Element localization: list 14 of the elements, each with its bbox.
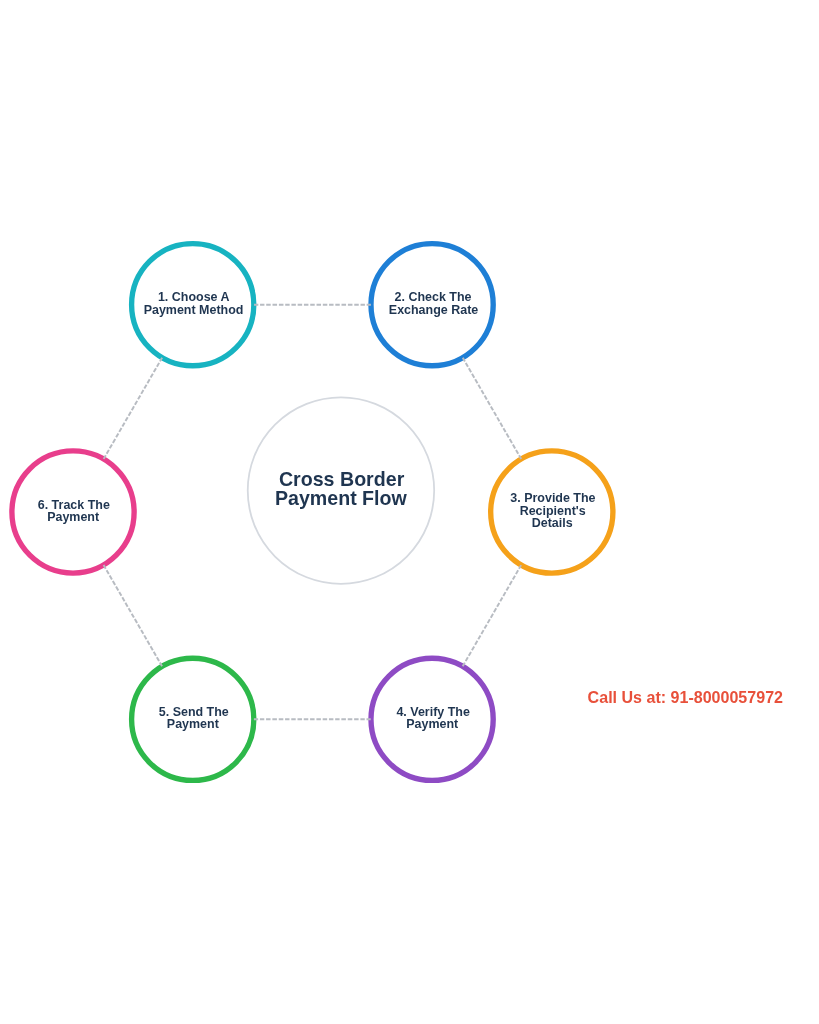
connector <box>102 356 164 460</box>
node-circle: 4. Verify The Payment <box>368 655 496 784</box>
node-circle: 3. Provide The Recipient's Details <box>488 448 616 576</box>
connector <box>102 564 163 668</box>
node-circle: Cross Border Payment Flow <box>246 396 436 585</box>
connector <box>253 303 372 306</box>
node-circle: 6. Track The Payment <box>9 448 137 576</box>
node-circle: 5. Send The Payment <box>128 655 257 784</box>
connector <box>461 564 523 668</box>
node-circle: 2. Check The Exchange Rate <box>368 240 496 369</box>
node-circle: 1. Choose A Payment Method <box>128 240 257 369</box>
label: Call Us at: 91-8000057972 <box>587 688 784 707</box>
connector <box>252 718 372 721</box>
connector <box>461 356 523 460</box>
